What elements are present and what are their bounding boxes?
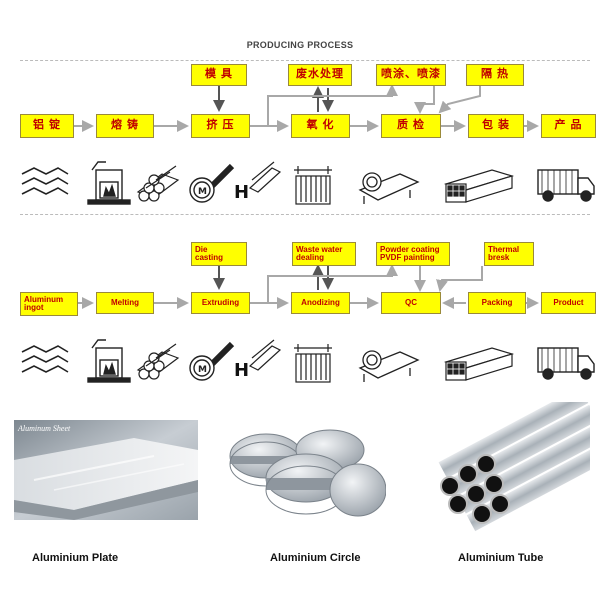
en-box-extruding: Extruding [191, 292, 250, 314]
anodizing-tank-icon [293, 165, 333, 205]
aluminium-tube-photo [420, 402, 590, 538]
cn-box-ingot: 铝 锭 [20, 114, 74, 138]
aluminium-circle-photo [226, 420, 386, 524]
cn-box-melting: 熔 铸 [96, 114, 154, 138]
furnace-icon [87, 339, 131, 383]
caption-aluminium-tube: Aluminium Tube [458, 552, 544, 564]
ingot-stack-icon [21, 345, 69, 373]
en-box-powder-coating: Powder coating PVDF painting [376, 242, 450, 266]
cn-box-mold: 模 具 [191, 64, 247, 86]
inspection-bench-icon [359, 172, 419, 205]
en-box-qc: QC [381, 292, 441, 314]
caption-aluminium-plate: Aluminium Plate [32, 552, 119, 564]
cn-box-waste-water: 废水处理 [288, 64, 352, 86]
inspection-bench-icon [359, 350, 419, 383]
cn-box-thermal-break: 隔 热 [466, 64, 524, 86]
cn-box-qc: 质 检 [381, 114, 441, 138]
anodizing-tank-icon [293, 343, 333, 383]
log-pile-icon [137, 165, 179, 202]
cn-box-packing: 包 装 [468, 114, 524, 138]
cn-box-product: 产 品 [541, 114, 596, 138]
page-title: PRODUCING PROCESS [246, 40, 354, 50]
ingot-stack-icon [21, 167, 69, 195]
en-box-die-casting: Die casting [191, 242, 247, 266]
profile-h-icon [233, 161, 281, 204]
cn-box-spray-coating: 喷涂、喷漆 [376, 64, 446, 86]
truck-icon [537, 169, 595, 202]
divider-middle [20, 214, 590, 215]
en-box-aluminum-ingot: Aluminum ingot [20, 292, 78, 316]
en-box-packing: Packing [468, 292, 526, 314]
en-box-waste-water: Waste water dealing [292, 242, 356, 266]
cn-box-anodizing: 氧 化 [291, 114, 350, 138]
aluminium-plate-photo: Aluminum Sheet [14, 420, 198, 520]
en-box-melting: Melting [96, 292, 154, 314]
profile-h-icon [233, 339, 281, 382]
caption-aluminium-circle: Aluminium Circle [270, 552, 361, 564]
en-box-product: Product [541, 292, 596, 314]
packed-profiles-icon [445, 169, 513, 203]
extrusion-die-icon [190, 166, 232, 202]
en-box-anodizing: Anodizing [291, 292, 350, 314]
cn-box-extruding: 挤 压 [191, 114, 250, 138]
en-box-thermal-break: Thermal bresk [484, 242, 534, 266]
furnace-icon [87, 161, 131, 205]
truck-icon [537, 347, 595, 380]
packed-profiles-icon [445, 347, 513, 381]
divider-top [20, 60, 590, 61]
extrusion-die-icon [190, 344, 232, 380]
plate-watermark: Aluminum Sheet [17, 424, 71, 433]
log-pile-icon [137, 343, 179, 380]
